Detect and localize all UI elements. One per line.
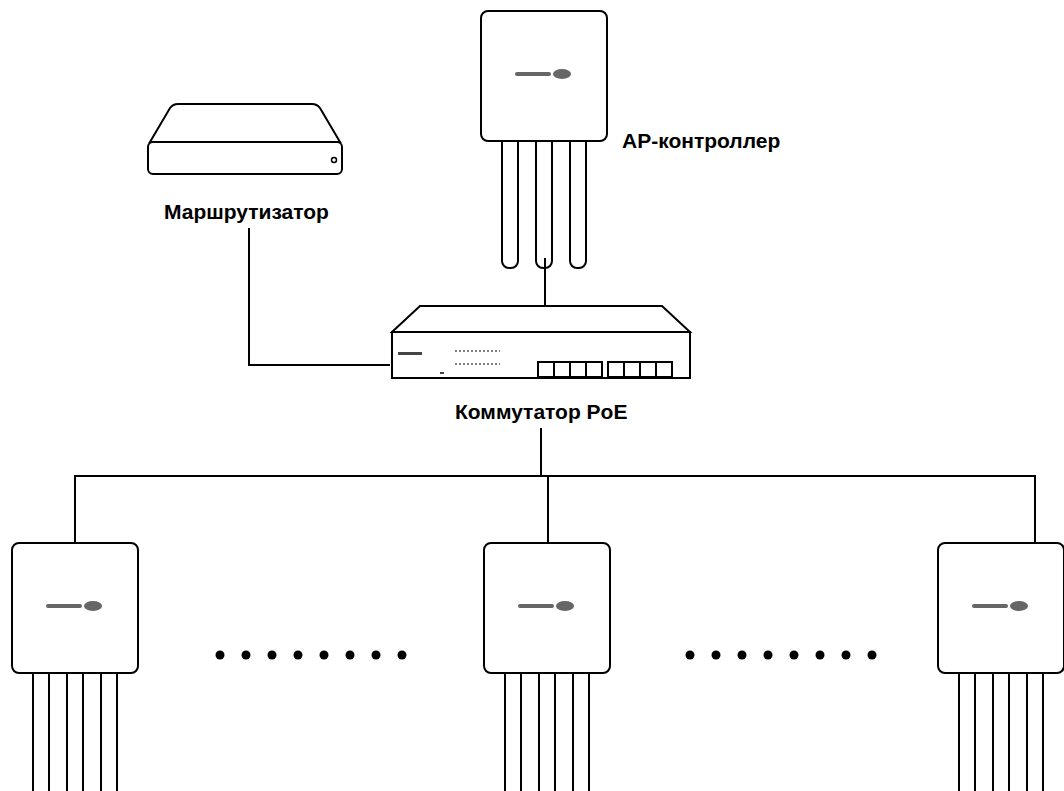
switch-icon bbox=[392, 306, 690, 378]
access-point-icon bbox=[12, 543, 138, 791]
access-point-icon bbox=[481, 11, 607, 268]
device-label: Маршрутизатор bbox=[164, 200, 329, 224]
controller-node: AP-контроллер bbox=[478, 8, 848, 258]
switch-node: Коммутатор PoE bbox=[390, 302, 692, 428]
device-label: Коммутатор PoE bbox=[455, 400, 627, 424]
network-cable bbox=[249, 228, 390, 365]
device-label: AP-контроллер bbox=[622, 129, 780, 153]
access-point-icon bbox=[938, 543, 1064, 791]
access-point-icon bbox=[484, 543, 610, 791]
network-cable bbox=[545, 258, 546, 306]
router-icon bbox=[148, 104, 342, 174]
router-node: Маршрутизатор bbox=[140, 98, 352, 228]
ellipsis-dots bbox=[216, 651, 877, 660]
network-cable bbox=[75, 428, 1035, 543]
